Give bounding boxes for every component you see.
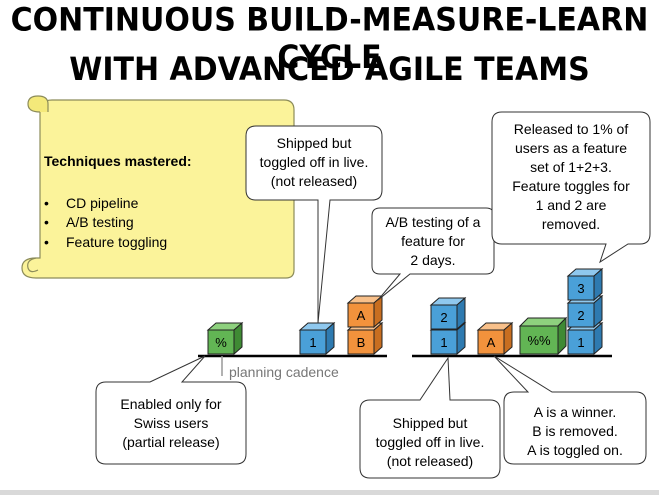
cube-label-a-top: A [356,308,366,323]
bullet-cd-pipeline: •CD pipeline [44,195,139,211]
cube-label-a-right: A [486,335,496,350]
cube-pctpct [518,316,568,356]
cube-pct [206,321,244,356]
cube-1-left [298,321,336,356]
scroll-shape [21,95,295,279]
bullet-ab-testing: •A/B testing [44,214,134,230]
bottom-edge [0,490,659,495]
cube-label-b: B [356,335,366,350]
cube-label-3: 3 [577,281,585,296]
cube-label-2-right: 2 [577,308,585,323]
cube-label-1-left: 1 [309,335,317,350]
cube-label-1-mid: 1 [440,335,448,350]
title-line-2: WITH ADVANCED AGILE TEAMS [69,50,590,89]
cube-b [346,321,384,356]
cube-2-right [566,294,604,329]
callout-released [491,111,651,264]
cube-label-1-right: 1 [577,335,585,350]
cube-3-right [566,267,604,302]
cube-label-pctpct: %% [527,333,551,348]
callout-swiss [95,355,247,465]
callout-winner [493,355,647,465]
callout-text-winner: A is a winner.B is removed.A is toggled … [527,404,623,458]
callout-shipped-top [245,125,383,324]
cube-a-right [476,321,514,356]
bullet-feature-toggling: •Feature toggling [44,234,168,250]
cube-2-mid [429,296,467,331]
cube-label-2-mid: 2 [440,310,448,325]
planning-cadence-label: planning cadence [229,364,339,380]
title-line-1: CONTINUOUS BUILD-MEASURE-LEARN CYCLE [10,1,649,77]
cube-label-pct: % [215,335,227,350]
callout-shipped-bottom [359,356,501,479]
techniques-heading: Techniques mastered: [44,153,192,169]
